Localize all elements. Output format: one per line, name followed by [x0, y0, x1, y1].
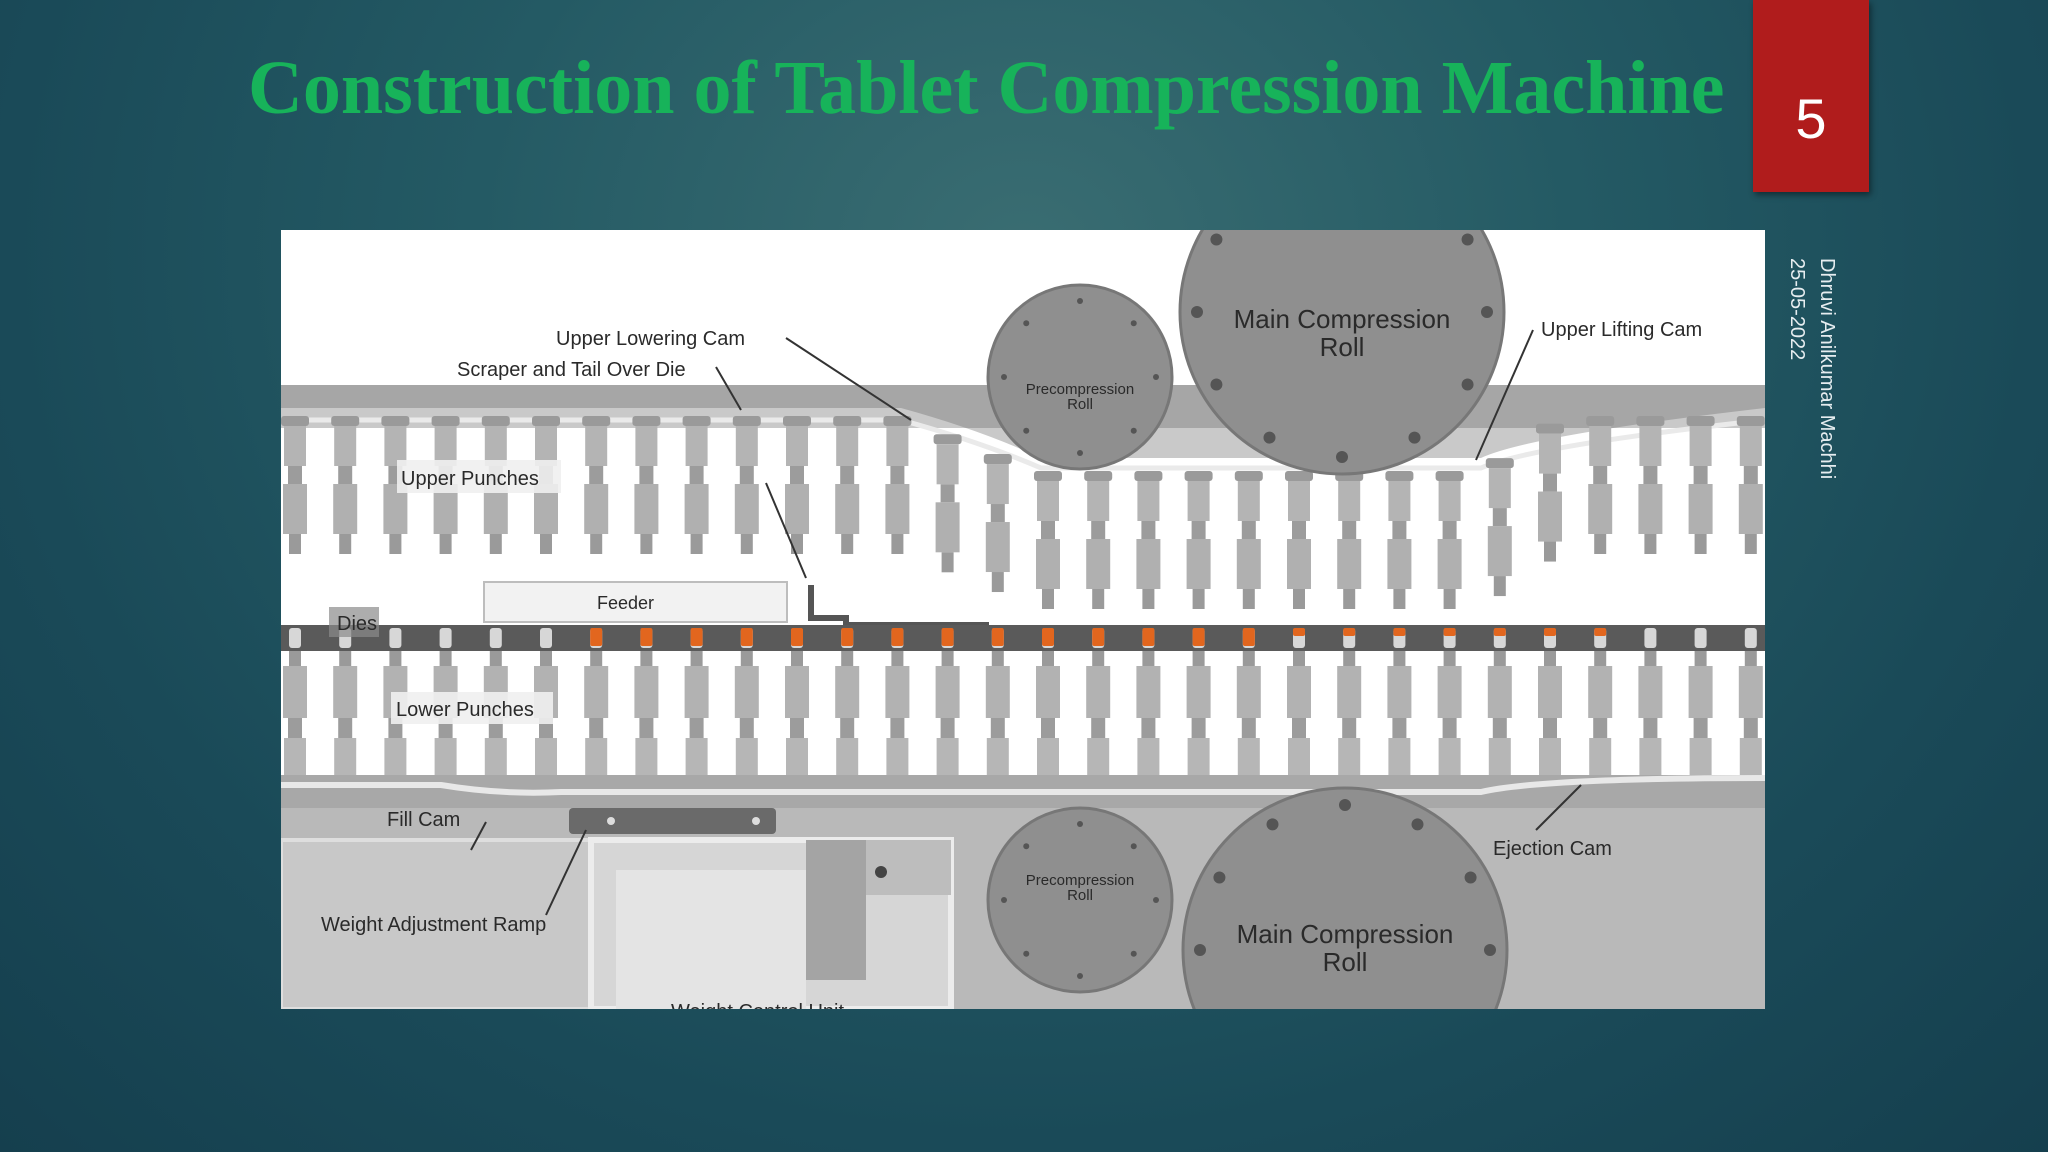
upper-punches: [281, 416, 1765, 609]
tablet-press-diagram: Upper Lowering Cam Scraper and Tail Over…: [281, 230, 1765, 1009]
weight-adjustment-ramp-bar: [569, 808, 776, 834]
page-number: 5: [1795, 87, 1827, 150]
page-number-tab: 5: [1753, 0, 1869, 192]
precompression-roll-top: [986, 283, 1174, 471]
main-compression-roll-bottom: [1181, 786, 1509, 1009]
label-dies: Dies: [337, 613, 377, 635]
precompression-roll-bottom: [986, 806, 1174, 994]
main-compression-roll-top: [1178, 230, 1506, 476]
footer-date: 25-05-2022: [1786, 258, 1808, 361]
slide-footer: Dhruvi Anilkumar Machhi 25-05-2022: [1782, 258, 1842, 518]
label-feeder: Feeder: [597, 593, 654, 613]
label-upper-lifting-cam: Upper Lifting Cam: [1541, 319, 1702, 341]
slide-title: Construction of Tablet Compression Machi…: [248, 46, 1725, 130]
label-upper-lowering-cam: Upper Lowering Cam: [556, 328, 745, 350]
label-weight-adjustment-ramp: Weight Adjustment Ramp: [321, 914, 546, 936]
die-table: [281, 625, 1765, 651]
label-upper-punches: Upper Punches: [401, 468, 539, 490]
footer-author: Dhruvi Anilkumar Machhi: [1816, 258, 1838, 480]
label-weight-control-unit: Weight Control Unit: [671, 1001, 844, 1009]
label-fill-cam: Fill Cam: [387, 809, 460, 831]
label-scraper-tail: Scraper and Tail Over Die: [457, 359, 686, 381]
label-lower-punches: Lower Punches: [396, 699, 534, 721]
label-ejection-cam: Ejection Cam: [1493, 838, 1612, 860]
feeder-box: [483, 581, 788, 623]
